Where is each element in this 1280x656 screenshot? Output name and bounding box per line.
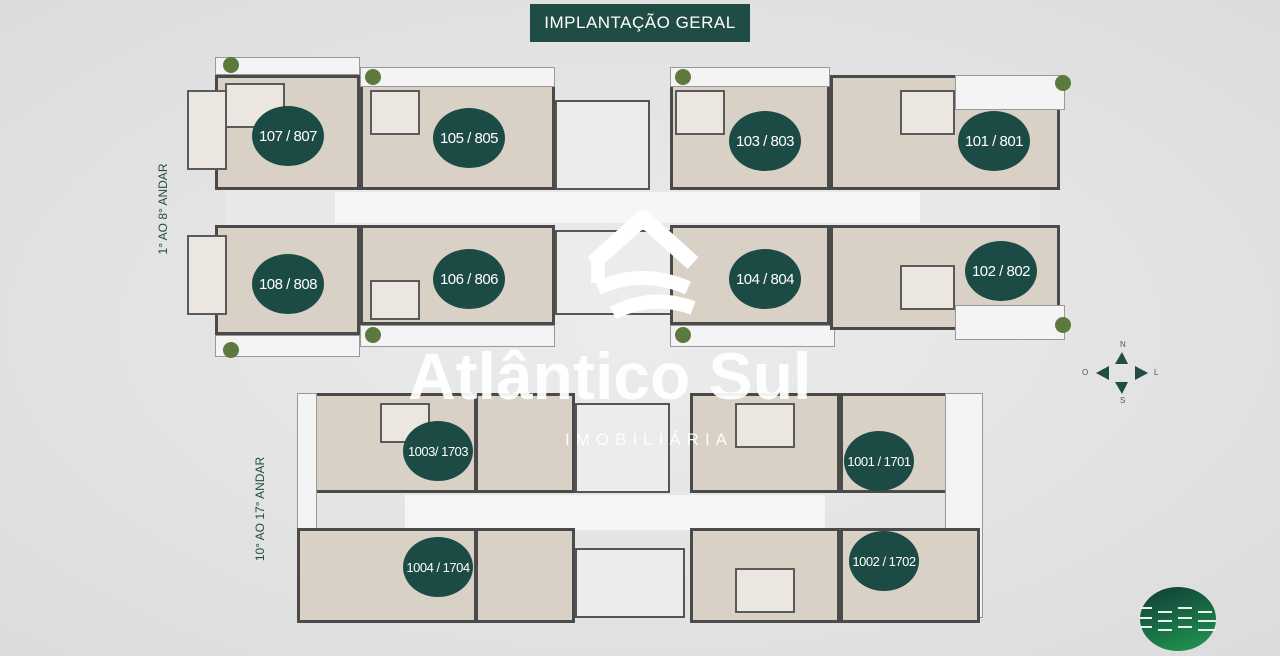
lower-floor-label: 10° AO 17° ANDAR (253, 456, 267, 562)
watermark-subtitle: IMOBILIÁRIA (565, 430, 734, 449)
unit-badge-1004-1704[interactable]: 1004 / 1704 (403, 537, 473, 597)
unit-badge-107-807[interactable]: 107 / 807 (252, 106, 324, 166)
compass: N S O L (1080, 340, 1165, 405)
compass-l: L (1154, 368, 1159, 377)
unit-badge-108-808[interactable]: 108 / 808 (252, 254, 324, 314)
upper-block-plan (185, 55, 1080, 360)
watermark-brand: Atlântico Sul (408, 339, 812, 413)
brand-logo-icon (1140, 587, 1216, 651)
compass-arrows-icon (1096, 352, 1148, 394)
unit-badge-1001-1701[interactable]: 1001 / 1701 (844, 431, 914, 491)
house-logo-icon (587, 210, 699, 320)
compass-o: O (1082, 368, 1089, 377)
unit-badge-101-801[interactable]: 101 / 801 (958, 111, 1030, 171)
compass-s: S (1120, 396, 1126, 405)
unit-badge-104-804[interactable]: 104 / 804 (729, 249, 801, 309)
unit-badge-102-802[interactable]: 102 / 802 (965, 241, 1037, 301)
unit-badge-1003-1703[interactable]: 1003/ 1703 (403, 421, 473, 481)
compass-n: N (1120, 340, 1126, 349)
unit-badge-103-803[interactable]: 103 / 803 (729, 111, 801, 171)
unit-badge-106-806[interactable]: 106 / 806 (433, 249, 505, 309)
lower-block-plan (295, 378, 985, 640)
upper-floor-label: 1° AO 8° ANDAR (156, 163, 170, 255)
page-title: IMPLANTAÇÃO GERAL (530, 4, 750, 42)
unit-badge-105-805[interactable]: 105 / 805 (433, 108, 505, 168)
unit-badge-1002-1702[interactable]: 1002 / 1702 (849, 531, 919, 591)
